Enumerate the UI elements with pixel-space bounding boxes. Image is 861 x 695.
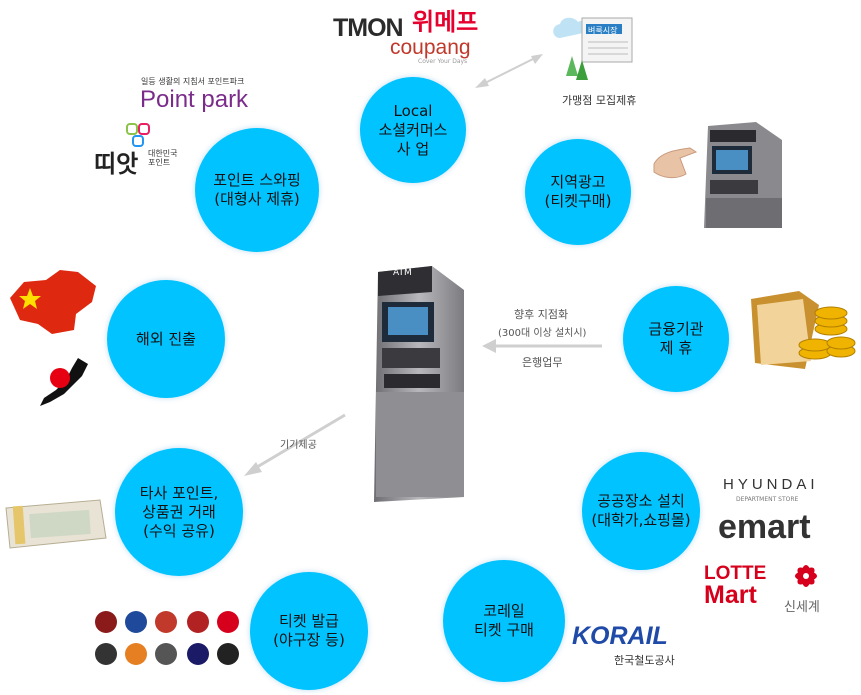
tmon-logo: TMON [333,14,404,42]
pointpark-logo: Point park [140,86,249,113]
node-korail: 코레일 티켓 구매 [443,560,565,682]
gift-certificate-icon [5,499,107,549]
node-label: Local 소셜커머스 사 업 [378,101,448,158]
node-finance: 금융기관 제 휴 [623,286,729,392]
node-label: 금융기관 제 휴 [648,320,704,357]
hyundai-subtitle: DEPARTMENT STORE [736,496,799,503]
coupang-logo: coupang [390,36,471,59]
china-map-icon [10,270,96,334]
label-device-supply: 기기제공 [280,440,317,451]
ttiat-logo-mark [126,123,150,147]
korail-subtitle: 한국철도공사 [614,654,675,667]
emart-logo: emart [718,508,811,546]
label-bank-future-condition: (300대 이상 설치시) [498,328,587,339]
ttiat-logo: 띠앗 [94,150,139,178]
hand-pointing-icon [653,147,698,179]
node-label: 코레일 티켓 구매 [474,602,534,639]
hyundai-logo: HYUNDAI [723,476,819,493]
node-label: 공공장소 설치 (대학가,쇼핑몰) [591,492,691,529]
lotte-logo: LOTTE [704,563,767,584]
node-overseas: 해외 진출 [107,280,225,398]
folder-coins-icon [751,291,856,369]
arrow-bank-service [482,339,602,353]
newspaper-title: 벼룩시장 [588,26,618,35]
korail-logo: KORAIL [572,622,668,650]
node-label: 해외 진출 [136,329,196,348]
pointpark-tagline: 일등 생활의 지침서 포인트파크 [141,77,245,86]
shinsegae-logo: 신세계 [784,600,820,615]
atm-center-text: ATM [393,268,412,278]
coupang-tagline: Cover Your Days [418,58,468,65]
label-merchant-recruit: 가맹점 모집제휴 [562,94,637,107]
ttiat-subtitle: 대한민국 포인트 [148,149,178,167]
node-local-social-commerce: Local 소셜커머스 사 업 [360,77,466,183]
node-label: 지역광고 (티켓구매) [544,173,612,210]
node-label: 티켓 발급 (야구장 등) [273,612,345,649]
arrow-merchant-link [475,54,543,88]
node-public-install: 공공장소 설치 (대학가,쇼핑몰) [582,452,700,570]
mart-logo: Mart [704,581,757,609]
japan-map-icon [40,358,88,406]
node-ticket-issue: 티켓 발급 (야구장 등) [250,572,368,690]
atm-small-illustration [704,122,782,228]
label-bank-service: 은행업무 [522,356,563,369]
node-local-ad: 지역광고 (티켓구매) [525,139,631,245]
baseball-team-logos [95,611,239,665]
node-point-swap: 포인트 스와핑 (대형사 제휴) [195,128,319,252]
atm-center-illustration [374,266,464,502]
shinsegae-flower-icon [795,565,817,587]
wemakeprice-logo: 위메프 [412,8,479,36]
node-point-share: 타사 포인트, 상품권 거래 (수익 공유) [115,448,243,576]
newspaper-icon [553,17,633,80]
label-bank-future: 향후 지점화 [514,308,569,321]
node-label: 포인트 스와핑 (대형사 제휴) [213,171,301,208]
arrow-device-supply [244,413,346,476]
node-label: 타사 포인트, 상품권 거래 (수익 공유) [139,483,219,540]
